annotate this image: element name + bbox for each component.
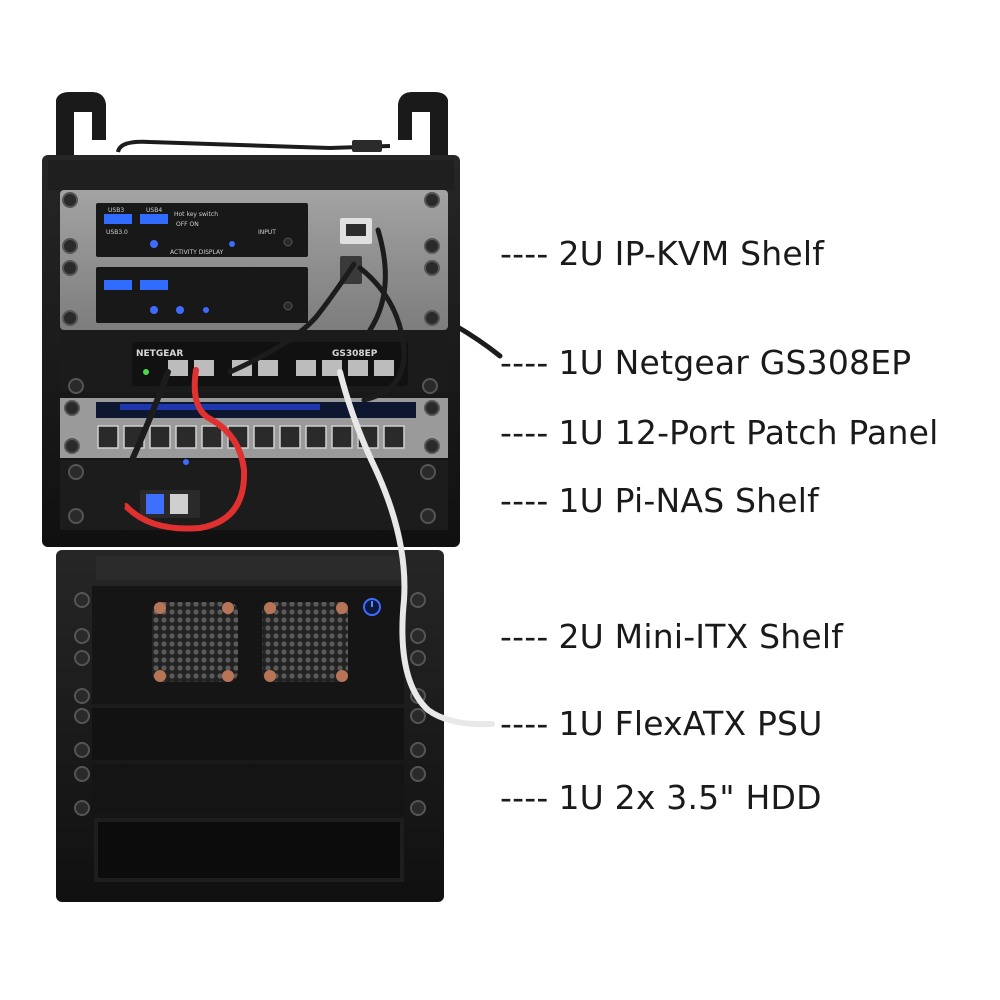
red-cable [123, 367, 248, 532]
kvm-hotkey-label: Hot key switch [174, 211, 218, 218]
mini-itx-shelf [92, 586, 404, 704]
rear-cable [453, 323, 503, 359]
fan-grille-icon [152, 602, 238, 682]
hdd-shelf [92, 764, 404, 814]
netgear-model-label: GS308EP [332, 349, 378, 359]
black-cable-3 [357, 265, 407, 403]
patch-panel [60, 398, 448, 458]
power-button-icon[interactable] [363, 598, 381, 616]
kvm-unit-2 [104, 280, 293, 314]
top-cable [116, 139, 391, 153]
base-bay [94, 818, 404, 882]
kvm-usb-label-c: USB3.0 [106, 229, 128, 236]
network-cables [118, 227, 503, 728]
black-cable-4 [367, 227, 388, 333]
pi-nas-shelf [60, 459, 448, 530]
white-cable [337, 369, 495, 728]
black-cable-2 [227, 261, 357, 375]
top-handles [56, 92, 448, 158]
label-pi-nas-shelf: ----1U Pi-NAS Shelf [500, 481, 819, 520]
kvm-unit-1: USB3 USB4 USB3.0 Hot key switch OFF ON I… [104, 207, 293, 256]
fan-grille-icon [262, 602, 348, 682]
label-patch-panel: ----1U 12-Port Patch Panel [500, 413, 939, 452]
ip-kvm-shelf [60, 190, 448, 330]
kvm-usb-label-a: USB3 [108, 207, 124, 214]
netgear-brand-label: NETGEAR [136, 349, 183, 359]
kvm-usb-label-b: USB4 [146, 207, 162, 214]
rack-screws-lower [74, 592, 426, 816]
label-ip-kvm-shelf: ----2U IP-KVM Shelf [500, 234, 825, 273]
kvm-offon-label: OFF ON [176, 221, 199, 228]
kvm-input-label: INPUT [258, 229, 276, 236]
label-flexatx-psu: ----1U FlexATX PSU [500, 704, 823, 743]
kvm-activity-label: ACTIVITY DISPLAY [170, 249, 224, 256]
flexatx-psu-shelf [92, 708, 404, 760]
label-mini-itx-shelf: ----2U Mini-ITX Shelf [500, 617, 844, 656]
rack-screws-upper [62, 192, 440, 524]
label-hdd-shelf: ----1U 2x 3.5" HDD [500, 778, 822, 817]
black-cable-1 [118, 369, 171, 509]
label-netgear-switch: ----1U Netgear GS308EP [500, 343, 912, 382]
